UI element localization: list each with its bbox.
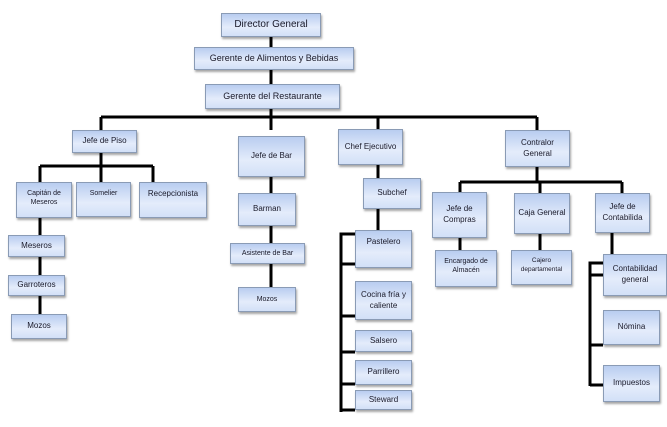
node-encargado-almacen: Encargado de Almacén bbox=[435, 250, 497, 287]
node-jefe-compras: Jefe de Compras bbox=[432, 192, 487, 238]
node-cajero-departamental: Cajero departamental bbox=[511, 250, 572, 285]
node-garroteros: Garroteros bbox=[8, 275, 65, 296]
node-mozos-bar: Mozos bbox=[238, 287, 296, 312]
node-nomina: Nómina bbox=[603, 310, 660, 345]
node-gerente-restaurante: Gerente del Restaurante bbox=[205, 84, 340, 109]
node-contralor-general: Contralor General bbox=[505, 130, 570, 167]
node-barman: Barman bbox=[238, 193, 296, 226]
node-capitan-meseros: Capitán de Meseros bbox=[16, 182, 72, 218]
node-salsero: Salsero bbox=[355, 330, 412, 352]
node-steward: Steward bbox=[355, 390, 412, 410]
node-jefe-bar: Jefe de Bar bbox=[238, 136, 305, 177]
node-jefe-contabilidad: Jefe de Contabilida bbox=[595, 193, 650, 233]
node-chef-ejecutivo: Chef Ejecutivo bbox=[338, 129, 403, 165]
node-caja-general: Caja General bbox=[514, 193, 570, 234]
node-somelier: Somelier bbox=[76, 182, 131, 217]
node-recepcionista: Recepcionista bbox=[139, 182, 207, 218]
node-pastelero: Pastelero bbox=[355, 230, 412, 268]
node-jefe-piso: Jefe de Piso bbox=[72, 130, 137, 153]
node-director-general: Director General bbox=[221, 13, 321, 37]
node-subchef: Subchef bbox=[363, 178, 421, 209]
node-impuestos: Impuestos bbox=[603, 365, 660, 402]
node-contabilidad-general: Contabilidad general bbox=[603, 254, 667, 296]
node-cocina-fria-caliente: Cocina fría y caliente bbox=[355, 281, 412, 320]
node-gerente-alimentos-bebidas: Gerente de Alimentos y Bebidas bbox=[194, 47, 354, 70]
node-asistente-bar: Asistente de Bar bbox=[230, 243, 305, 264]
node-parrillero: Parrillero bbox=[355, 360, 412, 385]
node-mozos-piso: Mozos bbox=[11, 314, 67, 339]
node-meseros: Meseros bbox=[8, 235, 65, 257]
